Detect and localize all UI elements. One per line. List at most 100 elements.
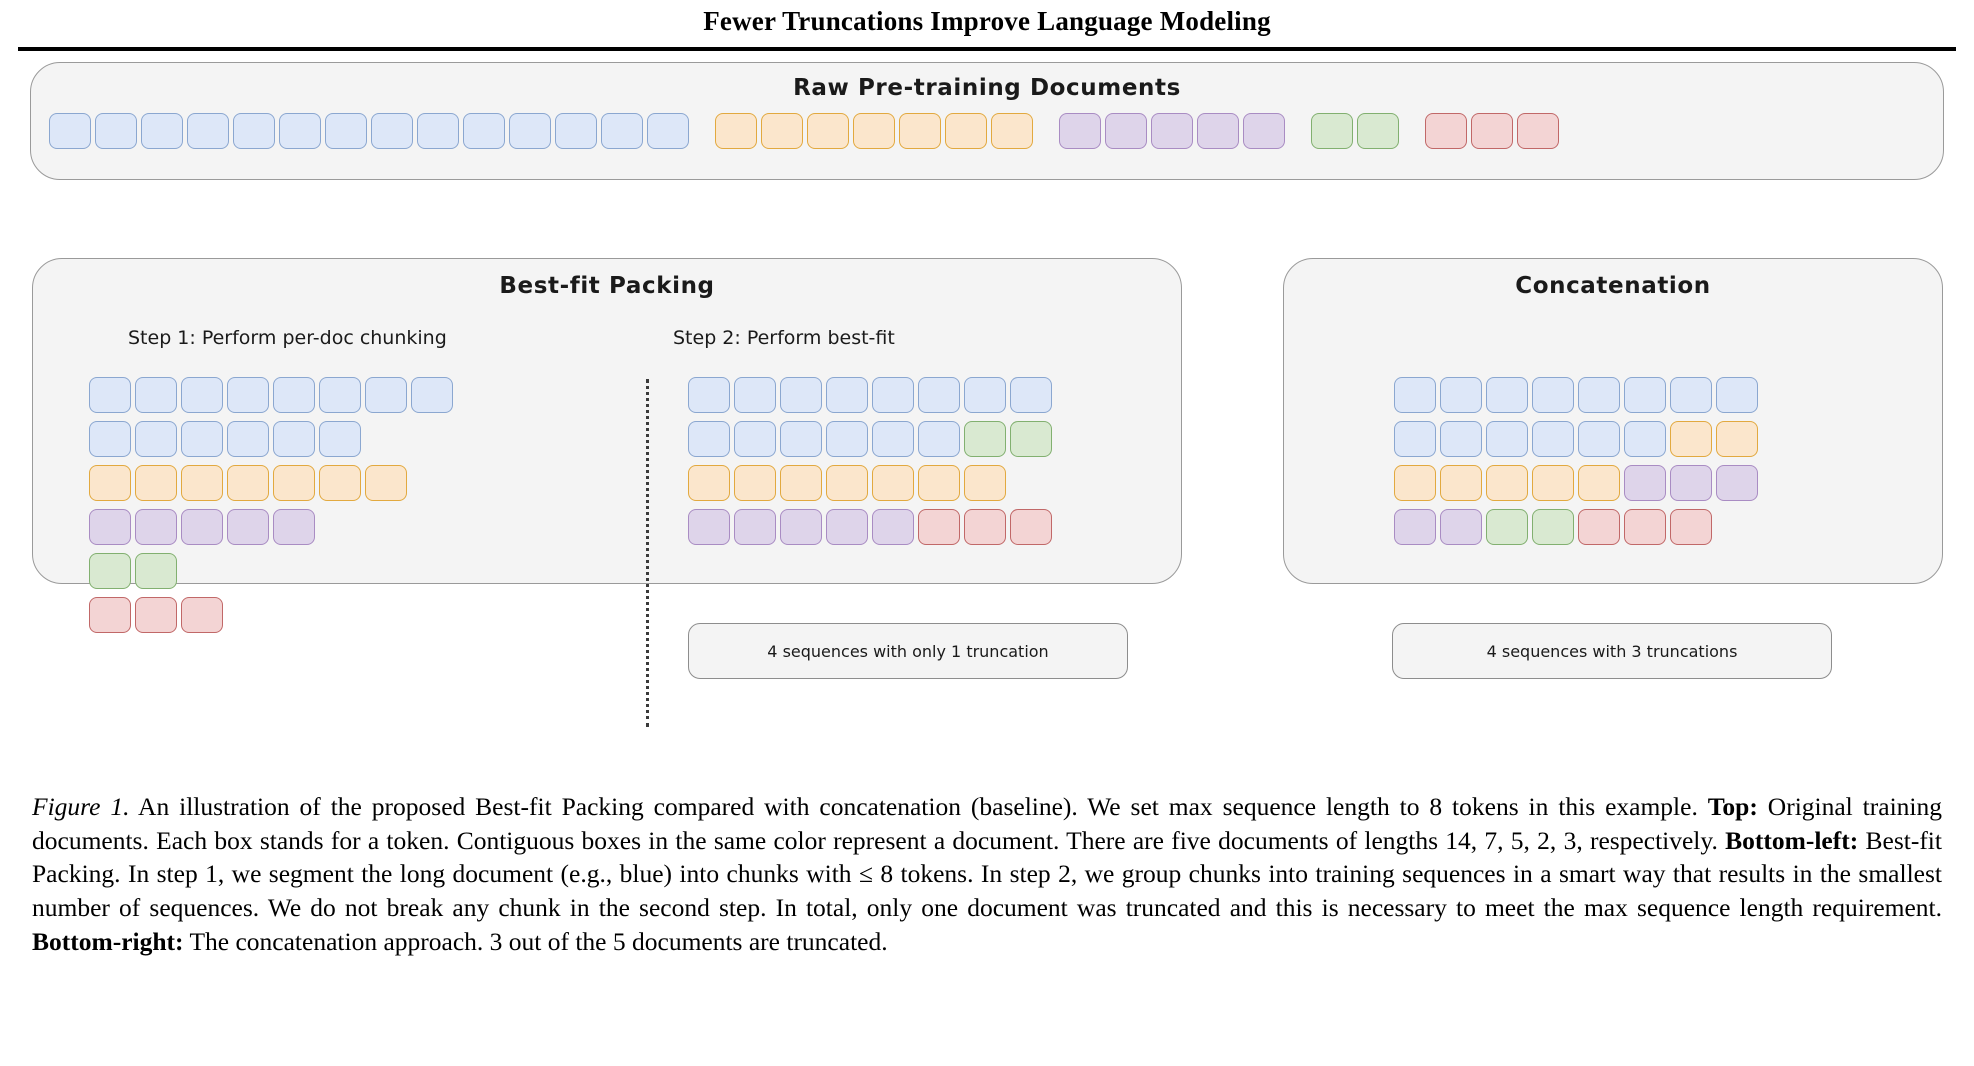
- sequence-row: [89, 509, 457, 545]
- token-box-blue: [1440, 421, 1482, 457]
- token-box-blue: [1486, 377, 1528, 413]
- best-fit-packing-title: Best-fit Packing: [499, 273, 715, 299]
- document-group-orange: [715, 113, 1037, 149]
- token-box-blue: [826, 421, 868, 457]
- document-group-red: [1425, 113, 1563, 149]
- token-box-orange: [319, 465, 361, 501]
- token-box-blue: [1532, 377, 1574, 413]
- token-box-orange: [780, 465, 822, 501]
- token-box-blue: [555, 113, 597, 149]
- token-box-blue: [187, 113, 229, 149]
- token-box-blue: [325, 113, 367, 149]
- token-box-blue: [181, 377, 223, 413]
- caption-bold-run: Bottom-right:: [32, 926, 184, 956]
- token-box-red: [1425, 113, 1467, 149]
- token-box-orange: [365, 465, 407, 501]
- step-divider: [646, 379, 649, 727]
- token-box-green: [1532, 509, 1574, 545]
- token-box-purple: [273, 509, 315, 545]
- raw-documents-strip: [31, 113, 1943, 149]
- step-1-label: Step 1: Perform per-doc chunking: [128, 327, 447, 349]
- token-box-orange: [688, 465, 730, 501]
- token-box-purple: [688, 509, 730, 545]
- token-box-blue: [89, 421, 131, 457]
- token-box-blue: [411, 377, 453, 413]
- token-box-orange: [135, 465, 177, 501]
- token-box-blue: [371, 113, 413, 149]
- token-box-orange: [853, 113, 895, 149]
- token-box-orange: [715, 113, 757, 149]
- token-box-blue: [135, 421, 177, 457]
- token-box-orange: [1670, 421, 1712, 457]
- token-box-blue: [601, 113, 643, 149]
- token-box-blue: [273, 421, 315, 457]
- token-box-purple: [826, 509, 868, 545]
- caption-bold-run: Bottom-left:: [1725, 825, 1859, 855]
- sequence-row: [89, 377, 457, 413]
- token-box-blue: [688, 421, 730, 457]
- raw-documents-panel: Raw Pre-training Documents: [30, 62, 1944, 180]
- token-box-red: [918, 509, 960, 545]
- token-box-blue: [49, 113, 91, 149]
- token-box-orange: [872, 465, 914, 501]
- token-box-orange: [945, 113, 987, 149]
- token-box-blue: [918, 377, 960, 413]
- caption-text-run: Best-fit Packing. In step 1, we segment …: [32, 825, 1942, 922]
- caption-bold-run: Top:: [1707, 792, 1758, 821]
- caption-text-run: Original training documents. Each box st…: [32, 792, 1942, 855]
- token-box-red: [89, 597, 131, 633]
- token-box-blue: [647, 113, 689, 149]
- concatenation-result-text: 4 sequences with 3 truncations: [1486, 641, 1738, 661]
- token-box-blue: [688, 377, 730, 413]
- token-box-purple: [89, 509, 131, 545]
- token-box-purple: [1059, 113, 1101, 149]
- best-fit-result-box: 4 sequences with only 1 truncation: [688, 623, 1128, 679]
- token-box-purple: [1105, 113, 1147, 149]
- token-box-green: [1311, 113, 1353, 149]
- token-box-blue: [89, 377, 131, 413]
- token-box-orange: [1394, 465, 1436, 501]
- figure-label: Figure 1.: [32, 792, 130, 821]
- token-box-orange: [964, 465, 1006, 501]
- token-box-red: [1670, 509, 1712, 545]
- token-box-purple: [181, 509, 223, 545]
- concatenation-result-box: 4 sequences with 3 truncations: [1392, 623, 1832, 679]
- token-box-red: [964, 509, 1006, 545]
- token-box-blue: [95, 113, 137, 149]
- token-box-orange: [899, 113, 941, 149]
- token-box-blue: [1624, 377, 1666, 413]
- token-box-blue: [141, 113, 183, 149]
- sequence-row: [89, 465, 457, 501]
- token-box-purple: [135, 509, 177, 545]
- document-group-blue: [49, 113, 693, 149]
- token-box-blue: [135, 377, 177, 413]
- raw-documents-title: Raw Pre-training Documents: [793, 75, 1181, 101]
- token-box-orange: [1486, 465, 1528, 501]
- token-box-purple: [1197, 113, 1239, 149]
- token-box-orange: [89, 465, 131, 501]
- sequence-row: [688, 421, 1056, 457]
- token-box-orange: [181, 465, 223, 501]
- token-box-blue: [780, 421, 822, 457]
- document-group-purple: [1059, 113, 1289, 149]
- token-box-blue: [826, 377, 868, 413]
- token-box-purple: [1243, 113, 1285, 149]
- sequence-row: [89, 421, 457, 457]
- token-box-purple: [1670, 465, 1712, 501]
- concatenation-title: Concatenation: [1515, 273, 1711, 299]
- token-box-orange: [1578, 465, 1620, 501]
- token-box-blue: [1532, 421, 1574, 457]
- sequence-row: [1394, 509, 1762, 545]
- token-box-blue: [1010, 377, 1052, 413]
- token-box-orange: [1532, 465, 1574, 501]
- token-box-blue: [319, 377, 361, 413]
- paper-title: Fewer Truncations Improve Language Model…: [0, 0, 1974, 52]
- step-2-label: Step 2: Perform best-fit: [673, 327, 895, 349]
- token-box-green: [135, 553, 177, 589]
- title-rule: [18, 47, 1956, 52]
- token-box-green: [1486, 509, 1528, 545]
- token-box-blue: [1670, 377, 1712, 413]
- token-box-orange: [227, 465, 269, 501]
- token-box-red: [1624, 509, 1666, 545]
- token-box-blue: [319, 421, 361, 457]
